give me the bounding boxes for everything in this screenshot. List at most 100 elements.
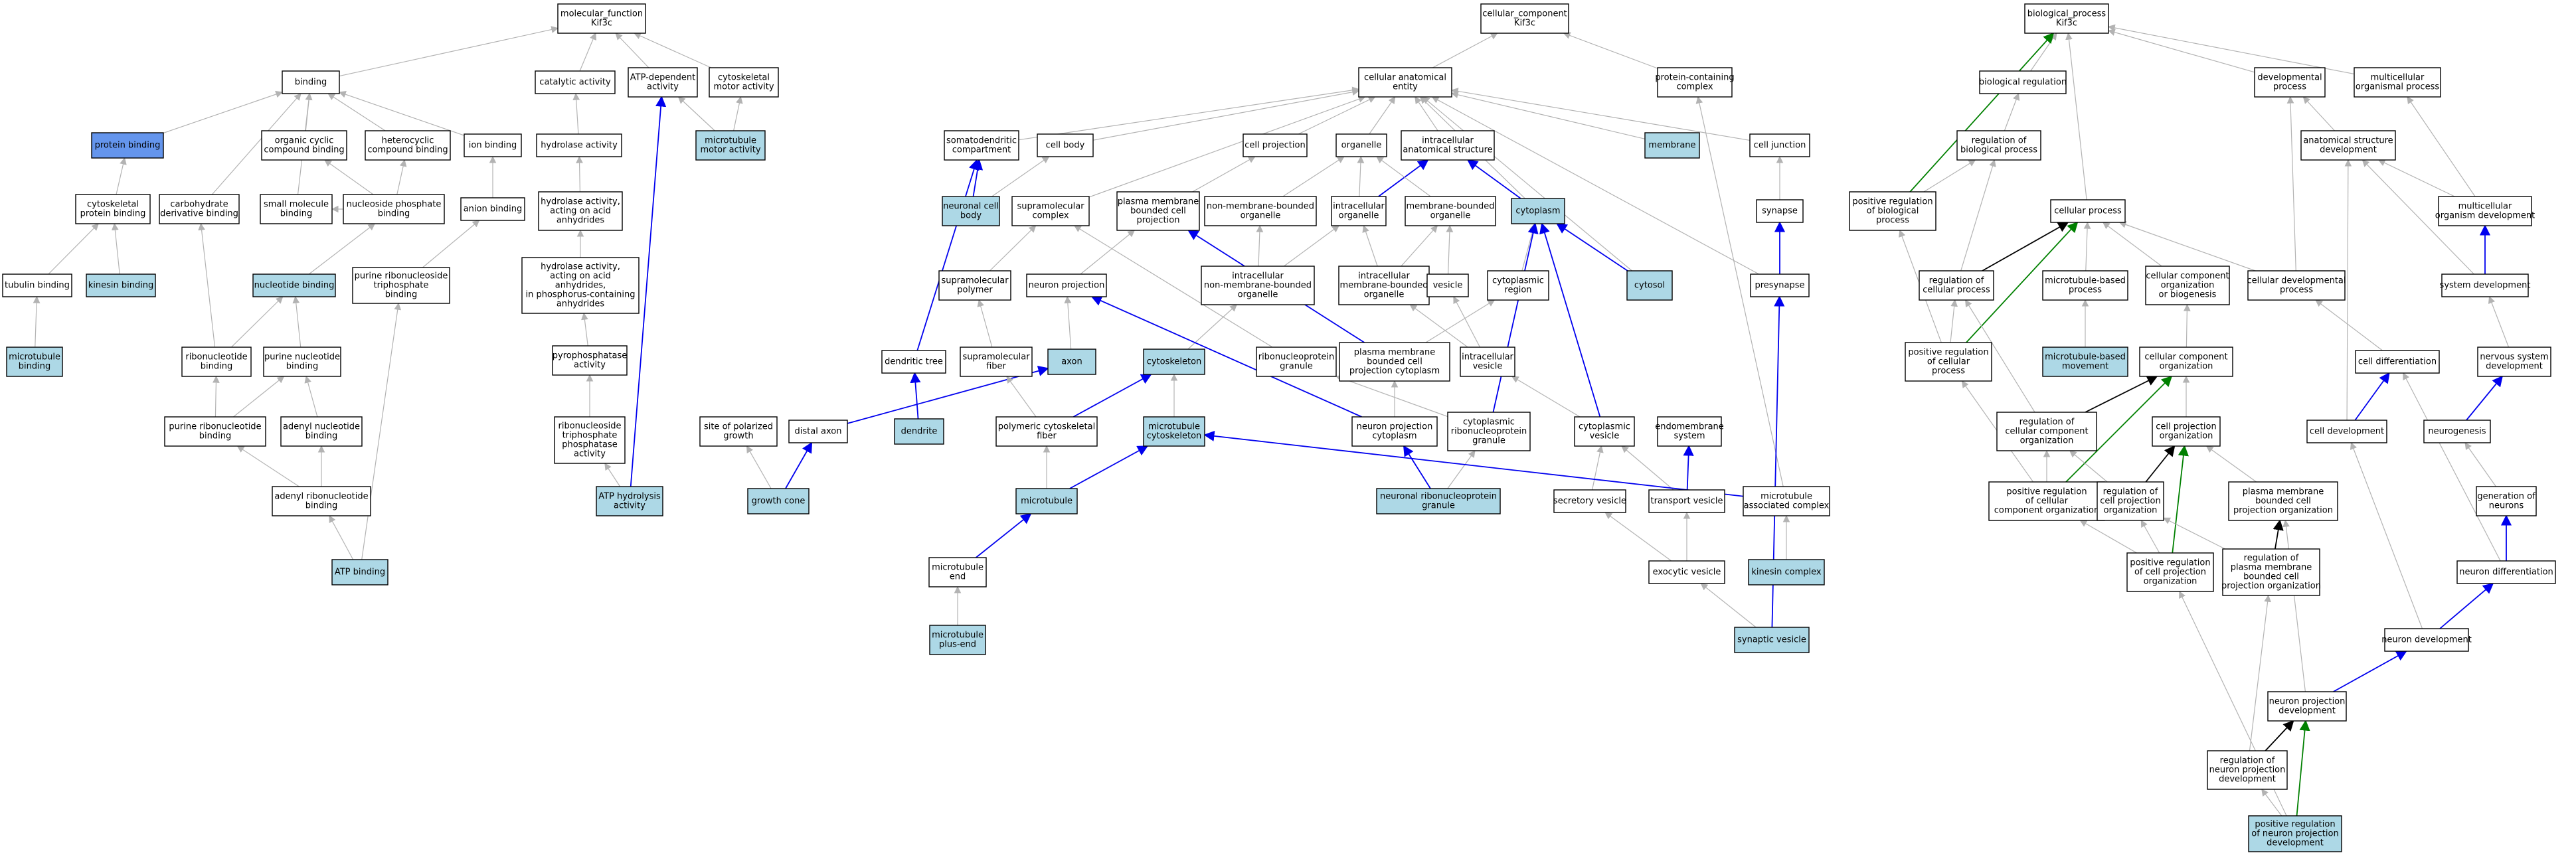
go-term-node-tubulin-binding[interactable]: tubulin binding — [2, 273, 72, 297]
go-term-node-neurogenesis[interactable]: neurogenesis — [2423, 420, 2491, 443]
go-term-node-anion-binding[interactable]: anion binding — [460, 197, 525, 221]
go-term-node-binding[interactable]: binding — [282, 70, 340, 94]
go-term-node-neuron-projection[interactable]: neuron projection — [1026, 273, 1107, 297]
go-term-node-biological-regulation[interactable]: biological regulation — [1979, 70, 2067, 94]
go-term-node-microtubule[interactable]: microtubule — [1015, 488, 1078, 514]
go-term-node-neuron-differentiation[interactable]: neuron differentiation — [2456, 560, 2556, 584]
go-term-node-protein-binding[interactable]: protein binding — [91, 132, 164, 159]
go-term-node-vesicle[interactable]: vesicle — [1426, 273, 1469, 297]
go-term-node-ribonucleoside-triphosphate-phosphatase-activity[interactable]: ribonucleosidetriphosphatephosphataseact… — [554, 416, 626, 464]
go-term-node-catalytic-activity[interactable]: catalytic activity — [535, 70, 616, 94]
go-term-node-cell-projection[interactable]: cell projection — [1243, 133, 1308, 157]
go-term-node-intracellular-non-membrane-bounded-organelle[interactable]: intracellularnon-membrane-boundedorganel… — [1201, 266, 1315, 305]
go-term-node-organelle[interactable]: organelle — [1335, 133, 1387, 157]
go-term-node-cytosol[interactable]: cytosol — [1626, 270, 1673, 301]
go-term-node-cell-development[interactable]: cell development — [2306, 420, 2387, 443]
go-term-node-cell-body[interactable]: cell body — [1037, 133, 1094, 157]
go-term-node-cell-junction[interactable]: cell junction — [1749, 133, 1810, 157]
go-term-node-hydrolase-activity[interactable]: hydrolase activity — [536, 133, 622, 157]
go-term-node-hydrolase-activity-acting-on-acid-anhydrides-in-phosphorus-containing-anhydrides[interactable]: hydrolase activity,acting on acidanhydri… — [521, 257, 640, 314]
go-term-node-secretory-vesicle[interactable]: secretory vesicle — [1553, 489, 1626, 513]
go-term-node-growth-cone[interactable]: growth cone — [747, 488, 810, 514]
go-term-node-membrane[interactable]: membrane — [1644, 132, 1700, 159]
go-term-node-cell-differentiation[interactable]: cell differentiation — [2355, 350, 2440, 374]
go-term-node-kinesin-binding[interactable]: kinesin binding — [86, 273, 156, 297]
go-term-node-synapse[interactable]: synapse — [1756, 199, 1804, 223]
go-term-node-dendrite[interactable]: dendrite — [894, 418, 944, 445]
go-term-node-kinesin-complex[interactable]: kinesin complex — [1748, 559, 1825, 585]
go-term-node-distal-axon[interactable]: distal axon — [788, 420, 848, 443]
go-term-node-presynapse[interactable]: presynapse — [1750, 273, 1810, 297]
go-term-node-system-development[interactable]: system development — [2440, 273, 2531, 297]
go-term-node-synaptic-vesicle[interactable]: synaptic vesicle — [1734, 627, 1810, 653]
go-term-node-transport-vesicle[interactable]: transport vesicle — [1648, 489, 1725, 513]
go-term-node-atp-binding[interactable]: ATP binding — [331, 559, 388, 585]
go-term-node-axon[interactable]: axon — [1047, 349, 1096, 375]
go-term-node-exocytic-vesicle[interactable]: exocytic vesicle — [1648, 560, 1725, 584]
go-term-node-cellular-process[interactable]: cellular process — [2050, 199, 2126, 223]
go-term-node-neuron-development[interactable]: neuron development — [2381, 628, 2472, 652]
